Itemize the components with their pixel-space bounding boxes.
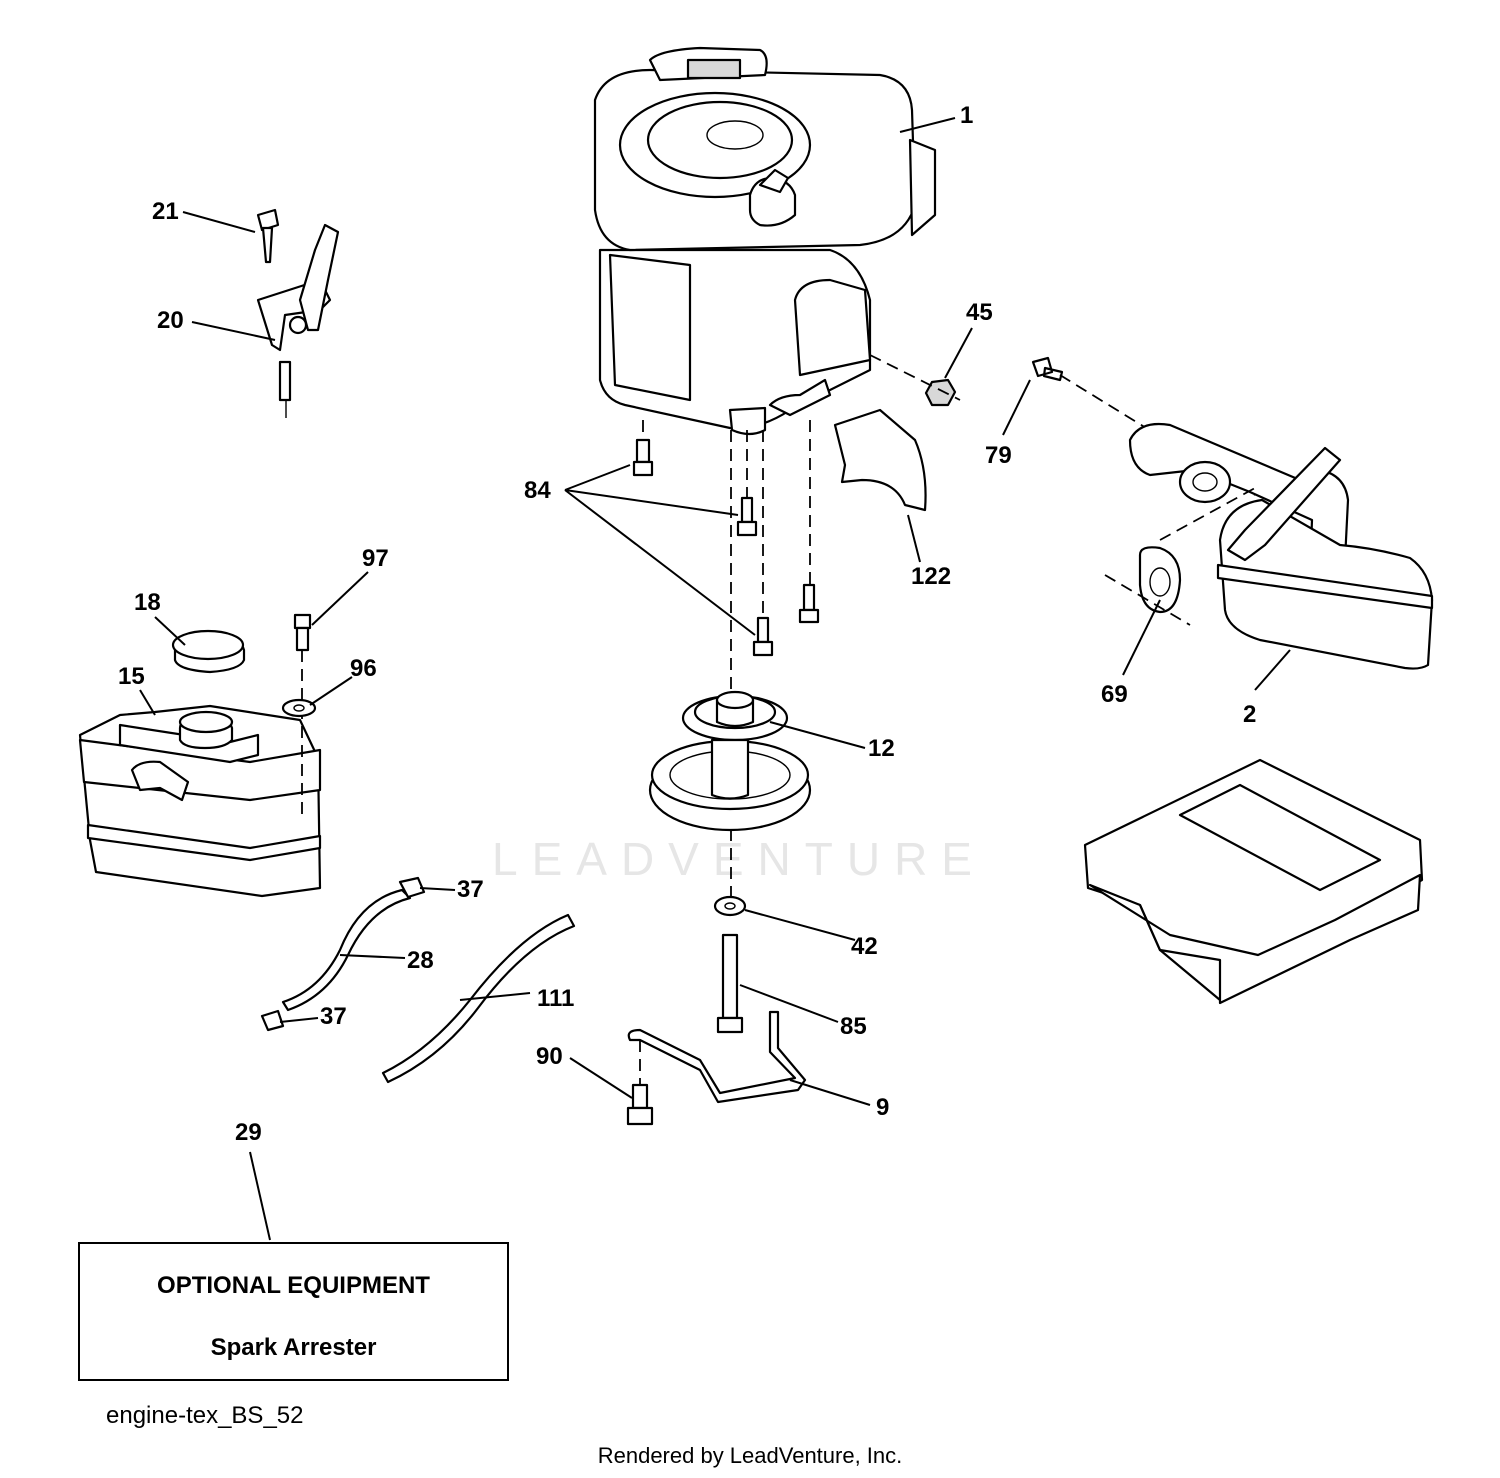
washer-42 xyxy=(713,895,747,917)
washer-96 xyxy=(281,698,317,718)
diagram-code: engine-tex_BS_52 xyxy=(106,1402,304,1429)
bolt-90 xyxy=(626,1083,654,1126)
bolt-97 xyxy=(293,613,312,652)
leader-lines xyxy=(139,117,1291,1241)
callout-28: 28 xyxy=(407,947,434,974)
engine xyxy=(593,46,937,436)
gasket-69 xyxy=(1138,546,1182,614)
rendered-by-footer: Rendered by LeadVenture, Inc. xyxy=(597,1443,903,1468)
bolt-85 xyxy=(716,933,744,1034)
optional-equipment-title: OPTIONAL EQUIPMENT xyxy=(157,1272,430,1299)
muffler-2 xyxy=(1128,422,1434,670)
callout-42: 42 xyxy=(851,933,878,960)
optional-equipment-item: Spark Arrester xyxy=(210,1334,377,1361)
engine-plate xyxy=(1083,758,1424,1005)
callout-37-bottom: 37 xyxy=(320,1003,347,1030)
throttle-control-20 xyxy=(256,208,340,418)
callout-96: 96 xyxy=(350,655,377,682)
callout-85: 85 xyxy=(840,1013,867,1040)
callout-84: 84 xyxy=(524,477,551,504)
fuel-tank-15 xyxy=(78,704,322,898)
bracket-122 xyxy=(833,408,927,512)
callout-79: 79 xyxy=(985,442,1012,469)
callout-20: 20 xyxy=(157,307,184,334)
pulley-12 xyxy=(648,690,812,832)
clamp-37-bottom xyxy=(260,1009,285,1032)
callout-29: 29 xyxy=(235,1119,262,1146)
callout-21: 21 xyxy=(152,198,179,225)
optional-equipment-box: OPTIONAL EQUIPMENT Spark Arrester xyxy=(78,1242,509,1381)
fuel-line-28 xyxy=(281,888,412,1012)
callout-37-top: 37 xyxy=(457,876,484,903)
callout-111: 111 xyxy=(537,985,574,1012)
callout-1: 1 xyxy=(960,102,973,129)
watermark: LEADVENTURE xyxy=(492,833,986,885)
callout-9: 9 xyxy=(876,1094,889,1121)
clamp-37-top xyxy=(398,876,426,899)
callouts: 1 21 20 45 79 84 122 97 18 96 15 69 2 12… xyxy=(118,102,1256,1146)
callout-15: 15 xyxy=(118,663,145,690)
bolt-84-set xyxy=(632,438,820,657)
callout-12: 12 xyxy=(868,735,895,762)
callout-97: 97 xyxy=(362,545,389,572)
callout-90: 90 xyxy=(536,1043,563,1070)
callout-18: 18 xyxy=(134,589,161,616)
nut-45 xyxy=(924,378,957,407)
callout-2: 2 xyxy=(1243,701,1256,728)
callout-122: 122 xyxy=(911,563,951,590)
callout-45: 45 xyxy=(966,299,993,326)
callout-69: 69 xyxy=(1101,681,1128,708)
rod-9 xyxy=(627,1010,807,1104)
fuel-cap-18 xyxy=(171,629,246,674)
screw-79 xyxy=(1031,356,1064,382)
